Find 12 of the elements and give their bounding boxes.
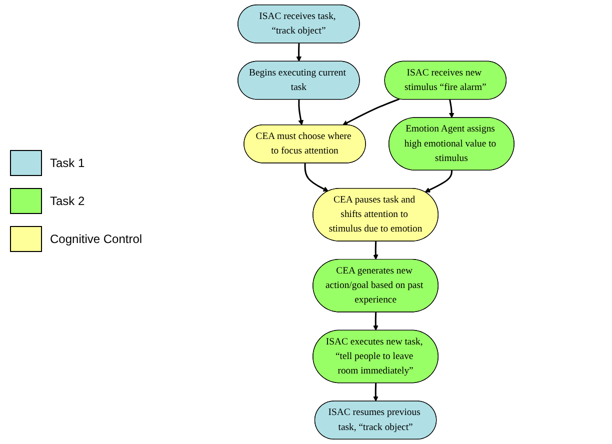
arrow <box>373 312 378 331</box>
legend-label: Task 2 <box>50 194 85 208</box>
arrow <box>424 170 453 192</box>
arrow <box>342 98 400 126</box>
arrow <box>373 241 378 260</box>
legend-label: Task 1 <box>50 156 85 170</box>
arrow <box>304 163 329 192</box>
arrow <box>298 100 304 126</box>
arrow <box>373 383 378 402</box>
arrow <box>296 43 302 62</box>
legend-label: Cognitive Control <box>50 232 142 246</box>
arrow <box>448 100 454 118</box>
